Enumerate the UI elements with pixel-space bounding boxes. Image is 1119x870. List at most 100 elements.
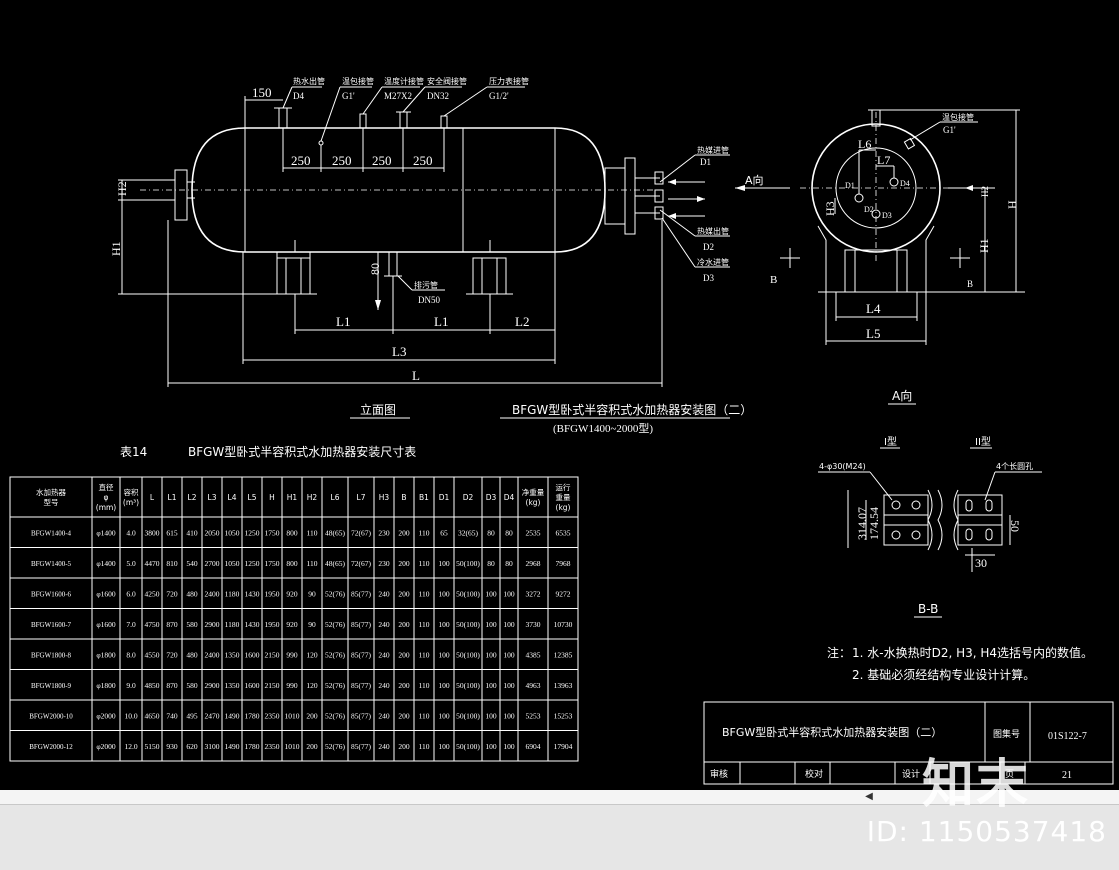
table-cell: 72(67) bbox=[351, 528, 371, 537]
table-cell: 5150 bbox=[145, 742, 160, 751]
table-cell: 990 bbox=[286, 681, 298, 690]
table-cell: 100 bbox=[503, 589, 515, 598]
table-cell: 240 bbox=[378, 681, 390, 690]
table-cell: 9.0 bbox=[126, 681, 136, 690]
nozzle-label-0: 热水出管 bbox=[293, 76, 325, 86]
table-cell: 110 bbox=[419, 742, 430, 751]
section-title: B-B bbox=[918, 602, 938, 616]
table-header-9: H bbox=[269, 493, 275, 502]
table-cell: 100 bbox=[503, 650, 515, 659]
table-cell: 10730 bbox=[554, 620, 573, 629]
table-cell: 50(100) bbox=[456, 711, 480, 720]
table-cell: 720 bbox=[166, 650, 178, 659]
title-block-title: BFGW型卧式半容积式水加热器安装图（二） bbox=[722, 725, 942, 739]
table-cell: 870 bbox=[166, 681, 178, 690]
table-cell: 740 bbox=[166, 711, 178, 720]
elevation-title: 立面图 bbox=[360, 402, 396, 417]
table-cell: 930 bbox=[166, 742, 178, 751]
table-cell: 200 bbox=[306, 742, 318, 751]
table-cell: 4.0 bbox=[126, 528, 136, 537]
table-cell: 120 bbox=[306, 650, 318, 659]
table-cell: 1950 bbox=[265, 589, 280, 598]
table-cell: 1600 bbox=[245, 650, 260, 659]
side-view-title: A向 bbox=[892, 388, 912, 403]
table-cell: 1430 bbox=[245, 589, 260, 598]
table-header-20: D4 bbox=[504, 493, 515, 502]
table-cell: 495 bbox=[186, 711, 198, 720]
table-cell: 100 bbox=[485, 742, 497, 751]
dim-l1b: L1 bbox=[434, 314, 448, 329]
table-cell: 65 bbox=[440, 528, 448, 537]
table-cell: 110 bbox=[419, 711, 430, 720]
table-title: BFGW型卧式半容积式水加热器安装尺寸表 bbox=[188, 444, 416, 459]
hole-note-1: 4-φ30(M24) bbox=[819, 462, 866, 471]
table-cell: 200 bbox=[398, 528, 410, 537]
table-header-3: L bbox=[150, 493, 155, 502]
drawing-subtitle: (BFGW1400~2000型) bbox=[553, 421, 653, 435]
table-cell: φ1800 bbox=[96, 681, 116, 690]
table-cell: 240 bbox=[378, 742, 390, 751]
table-cell: 720 bbox=[166, 589, 178, 598]
scroll-left-icon[interactable]: ◀ bbox=[865, 791, 873, 802]
dim-l2: L2 bbox=[515, 314, 529, 329]
table-cell: 3800 bbox=[145, 528, 160, 537]
table-cell: 1750 bbox=[265, 528, 280, 537]
table-cell: 7968 bbox=[556, 559, 571, 568]
horizontal-scrollbar[interactable] bbox=[0, 790, 1119, 805]
table-cell: 50(100) bbox=[456, 742, 480, 751]
table-cell: BFGW1400-5 bbox=[31, 560, 72, 568]
table-cell: 4850 bbox=[145, 681, 160, 690]
table-cell: 2535 bbox=[526, 528, 541, 537]
table-cell: 4385 bbox=[526, 650, 541, 659]
table-cell: 100 bbox=[438, 589, 450, 598]
table-cell: φ1600 bbox=[96, 620, 116, 629]
table-cell: 52(76) bbox=[325, 620, 345, 629]
table-cell: 1750 bbox=[265, 559, 280, 568]
table-cell: 100 bbox=[485, 650, 497, 659]
table-cell: 1050 bbox=[225, 528, 240, 537]
table-cell: 3272 bbox=[526, 589, 541, 598]
table-header-13: L7 bbox=[357, 493, 366, 502]
table-cell: 230 bbox=[378, 559, 390, 568]
table-cell: 2968 bbox=[526, 559, 541, 568]
table-cell: 200 bbox=[398, 650, 410, 659]
table-header-16: B1 bbox=[419, 493, 429, 502]
right-nozzle-0-name: 热媒进管 bbox=[697, 145, 729, 155]
note-2: 2. 基础必须经结构专业设计计算。 bbox=[852, 667, 1035, 682]
table-cell: 240 bbox=[378, 650, 390, 659]
table-cell: 6.0 bbox=[126, 589, 136, 598]
table-cell: 100 bbox=[503, 620, 515, 629]
table-cell: 100 bbox=[503, 681, 515, 690]
nozzle-label-2: 温度计接管 bbox=[384, 76, 424, 86]
table-header-14: H3 bbox=[379, 493, 390, 502]
table-cell: 1250 bbox=[245, 528, 260, 537]
dim-h2: H2 bbox=[115, 181, 129, 196]
table-cell: 100 bbox=[485, 620, 497, 629]
table-cell: 100 bbox=[503, 742, 515, 751]
table-cell: 200 bbox=[398, 620, 410, 629]
table-cell: 2700 bbox=[205, 559, 220, 568]
dim-l: L bbox=[412, 368, 420, 383]
section-bb: I型 II型 4-φ30(M24) 4个长圆孔 314.07 174.54 bbox=[818, 435, 1042, 618]
watermark-logo: 知末 bbox=[922, 755, 1031, 815]
atlas-no: 01S122-7 bbox=[1048, 731, 1087, 742]
table-cell: 615 bbox=[166, 528, 178, 537]
table-header-10: H1 bbox=[287, 493, 298, 502]
table-cell: 870 bbox=[166, 620, 178, 629]
section-type1: I型 bbox=[884, 435, 897, 448]
table-cell: 4963 bbox=[526, 681, 541, 690]
table-cell: 1950 bbox=[265, 620, 280, 629]
table-cell: 1780 bbox=[245, 711, 260, 720]
nozzle-label-4: 压力表接管 bbox=[489, 76, 529, 86]
table-cell: 110 bbox=[307, 559, 318, 568]
table-cell: 200 bbox=[398, 681, 410, 690]
section-dim-1: 174.54 bbox=[867, 507, 881, 540]
drawing-title: BFGW型卧式半容积式水加热器安装图（二） bbox=[512, 402, 752, 417]
table-cell: 110 bbox=[419, 620, 430, 629]
table-cell: φ1400 bbox=[96, 528, 116, 537]
table-cell: 200 bbox=[398, 589, 410, 598]
table-header-18: D2 bbox=[463, 493, 474, 502]
table-cell: 200 bbox=[306, 711, 318, 720]
table-cell: 3100 bbox=[205, 742, 220, 751]
